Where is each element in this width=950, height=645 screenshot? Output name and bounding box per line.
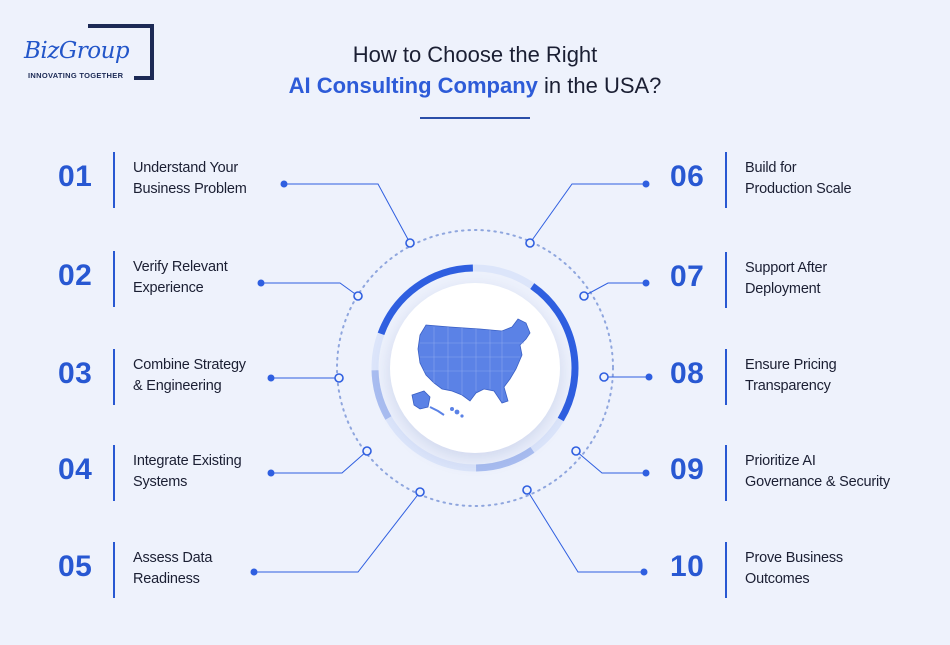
step-divider [725, 445, 727, 501]
anchor-10 [522, 485, 532, 495]
bizgroup-logo: BizGroup INNOVATING TOGETHER [22, 24, 157, 84]
step-number: 08 [670, 357, 705, 390]
step-number: 03 [58, 357, 93, 390]
step-divider [725, 152, 727, 208]
step-label: Prove Business Outcomes [745, 550, 843, 587]
anchor-07 [579, 291, 589, 301]
ring-anchor-points [334, 238, 609, 497]
connector-07 [583, 282, 646, 297]
anchor-01 [405, 238, 415, 248]
dot-01 [280, 180, 288, 188]
step-divider [113, 251, 115, 307]
anchor-05 [415, 487, 425, 497]
dot-02 [257, 279, 265, 287]
arc-ring-segment-2 [371, 264, 579, 472]
step-label: Combine Strategy & Engineering [133, 357, 246, 394]
dot-09 [642, 469, 650, 477]
anchor-09 [571, 446, 581, 456]
step-label: Build for Production Scale [745, 160, 852, 197]
page-title: How to Choose the Right AI Consulting Co… [0, 40, 950, 102]
title-underline [420, 117, 530, 119]
step-number: 05 [58, 550, 93, 583]
usa-map-icon [411, 318, 531, 418]
step-divider [113, 152, 115, 208]
step-label: Assess Data Readiness [133, 550, 213, 587]
connector-02 [261, 282, 359, 297]
dotted-ring [336, 229, 614, 507]
dot-08 [645, 373, 653, 381]
connector-10 [526, 489, 644, 573]
step-divider [113, 349, 115, 405]
title-rest: in the USA? [537, 73, 662, 98]
dot-05 [250, 568, 258, 576]
center-map-circle [390, 283, 560, 453]
dot-03 [267, 374, 275, 382]
step-label: Verify Relevant Experience [133, 259, 228, 296]
dot-10 [640, 568, 648, 576]
logo-wordmark: BizGroup [24, 38, 130, 64]
step-number: 04 [58, 453, 93, 486]
anchor-08 [599, 372, 609, 382]
title-accent: AI Consulting Company [288, 73, 538, 98]
connector-01 [284, 183, 411, 244]
arc-ring-segment-4 [371, 264, 579, 472]
arc-ring-segment-1 [371, 264, 579, 472]
step-divider [725, 542, 727, 598]
anchor-03 [334, 373, 344, 383]
step-number: 10 [670, 550, 705, 583]
dot-06 [642, 180, 650, 188]
title-line-1: How to Choose the Right [352, 42, 598, 67]
connector-06 [529, 183, 646, 244]
anchor-04 [362, 446, 372, 456]
connector-05 [254, 491, 421, 573]
title-line-2: AI Consulting Company in the USA? [0, 70, 950, 102]
step-number: 01 [58, 160, 93, 193]
step-divider [113, 445, 115, 501]
dot-07 [642, 279, 650, 287]
step-number: 06 [670, 160, 705, 193]
anchor-06 [525, 238, 535, 248]
connector-end-dots [250, 180, 653, 576]
usa-map-shape [411, 318, 531, 418]
step-divider [113, 542, 115, 598]
step-number: 02 [58, 259, 93, 292]
step-label: Prioritize AI Governance & Security [745, 453, 890, 490]
step-number: 07 [670, 260, 705, 293]
connector-04 [271, 450, 368, 474]
step-label: Understand Your Business Problem [133, 160, 247, 197]
step-divider [725, 252, 727, 308]
step-divider [725, 349, 727, 405]
logo-frame-mark [88, 24, 154, 80]
step-label: Integrate Existing Systems [133, 453, 242, 490]
connector-09 [575, 450, 646, 474]
anchor-02 [353, 291, 363, 301]
step-label: Support After Deployment [745, 260, 828, 297]
logo-tagline: INNOVATING TOGETHER [28, 71, 124, 80]
dot-04 [267, 469, 275, 477]
step-number: 09 [670, 453, 705, 486]
step-label: Ensure Pricing Transparency [745, 357, 837, 394]
